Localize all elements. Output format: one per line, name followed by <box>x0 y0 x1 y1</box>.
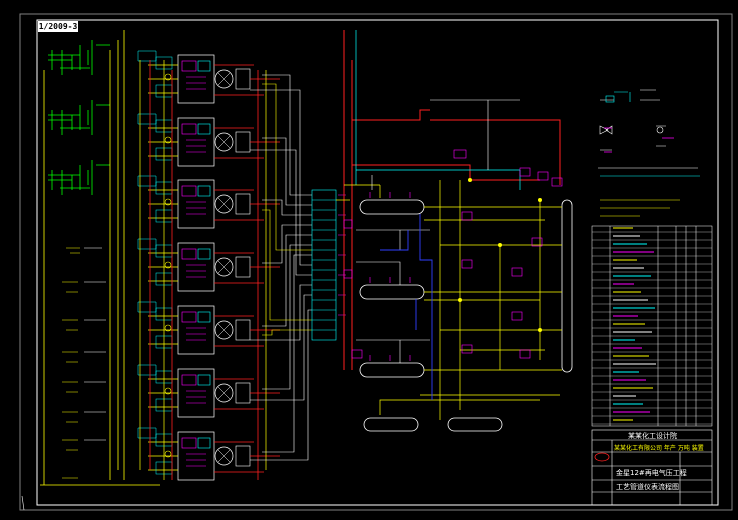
left-headers <box>40 30 160 486</box>
drawing-border <box>36 19 719 506</box>
sheet-tag: 1/2009-3 <box>38 21 78 32</box>
company-logo <box>594 452 610 462</box>
title-project: 某某化工有限公司 年产 万吨 装置 <box>614 445 704 452</box>
unit-risers <box>149 60 259 480</box>
process-lines <box>379 180 562 420</box>
blue-lines <box>380 214 433 400</box>
left-green-piping <box>48 40 110 195</box>
outer-frame <box>19 13 733 511</box>
instrument-tags <box>343 149 563 359</box>
title-company: 某某化工设计院 <box>628 432 677 440</box>
parts-table <box>591 225 713 427</box>
manifold-routing <box>250 74 312 461</box>
reactor-units <box>137 50 281 481</box>
left-labels <box>62 247 106 479</box>
legend <box>598 89 698 169</box>
manifold <box>311 189 337 341</box>
title-drawing-name: 工艺管道仪表流程图 <box>616 483 679 491</box>
title-project-name: 金星12#再电气压工程 <box>616 469 687 477</box>
title-block <box>591 429 713 506</box>
